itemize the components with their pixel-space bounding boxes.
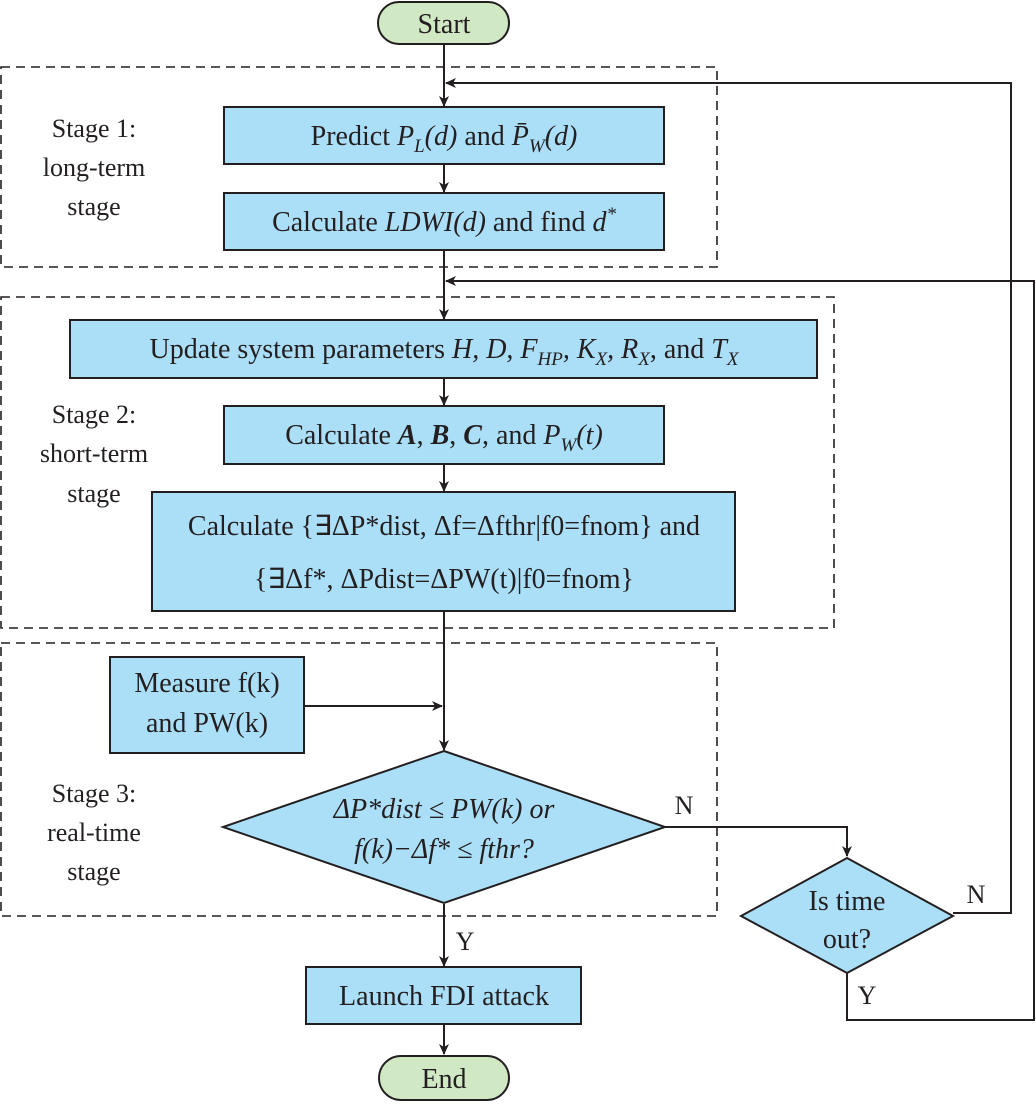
decision-yes-label: Y (456, 927, 475, 956)
decision-line1: ΔP*dist ≤ PW(k) or (333, 794, 555, 825)
svg-text:short-term: short-term (40, 439, 148, 468)
calculate-abc-label: Calculate A, B, C, and PW(t) (285, 420, 603, 456)
measure-line2: and PW(k) (146, 708, 268, 739)
calculate-disturbance-line1: Calculate {∃ΔP*dist, Δf=Δfthr|f0=fnom} a… (188, 511, 700, 542)
decision-no-label: N (675, 791, 694, 820)
attack-condition-decision: ΔP*dist ≤ PW(k) or f(k)−Δf* ≤ fthr? (219, 749, 669, 905)
stage-2-label: Stage 2: short-term stage (40, 400, 148, 508)
timeout-decision: Is time out? (738, 856, 956, 975)
calculate-ldwi-label: Calculate LDWI(d) and find d* (272, 204, 616, 238)
decision-line2: f(k)−Δf* ≤ fthr? (354, 834, 534, 865)
arrow-timeout-yes-loop-stage2 (445, 276, 1035, 1021)
svg-text:stage: stage (67, 192, 120, 221)
calculate-abc-process: Calculate A, B, C, and PW(t) (223, 405, 665, 465)
stage-1-label: Stage 1: long-term stage (43, 114, 146, 221)
update-parameters-label: Update system parameters H, D, FHP, KX, … (150, 334, 740, 370)
svg-text:stage: stage (67, 479, 120, 508)
timeout-line2: out? (823, 924, 871, 955)
stage-2-region (0, 296, 835, 629)
svg-text:real-time: real-time (47, 818, 141, 847)
measure-line1: Measure f(k) (134, 668, 279, 699)
stage-3-label: Stage 3: real-time stage (47, 779, 141, 886)
timeout-no-label: N (967, 880, 986, 909)
calculate-disturbance-process: Calculate {∃ΔP*dist, Δf=Δfthr|f0=fnom} a… (151, 491, 736, 612)
svg-text:stage: stage (67, 857, 120, 886)
measure-process: Measure f(k) and PW(k) (109, 656, 305, 754)
svg-text:long-term: long-term (43, 153, 146, 182)
predict-label: Predict PL(d) and P̄W(d) (311, 121, 578, 157)
svg-text:Stage 2:: Stage 2: (52, 400, 137, 429)
timeout-yes-label: Y (858, 981, 877, 1010)
start-label: Start (418, 9, 471, 40)
end-terminal: End (378, 1055, 510, 1101)
start-terminal: Start (377, 1, 510, 45)
svg-text:Stage 3:: Stage 3: (52, 779, 137, 808)
arrow-decision-no-to-timeout (665, 826, 852, 857)
launch-attack-label: Launch FDI attack (339, 981, 549, 1012)
calculate-ldwi-process: Calculate LDWI(d) and find d* (223, 192, 665, 251)
end-label: End (421, 1064, 466, 1095)
svg-text:Stage 1:: Stage 1: (52, 114, 137, 143)
predict-process: Predict PL(d) and P̄W(d) (223, 106, 665, 165)
timeout-line1: Is time (809, 886, 886, 917)
stage-1-region (0, 66, 718, 268)
arrow-timeout-no-loop-stage1 (445, 78, 1012, 914)
calculate-disturbance-line2: {∃Δf*, ΔPdist=ΔPW(t)|f0=fnom} (254, 564, 634, 595)
launch-attack-process: Launch FDI attack (305, 966, 582, 1025)
update-parameters-process: Update system parameters H, D, FHP, KX, … (69, 319, 818, 379)
